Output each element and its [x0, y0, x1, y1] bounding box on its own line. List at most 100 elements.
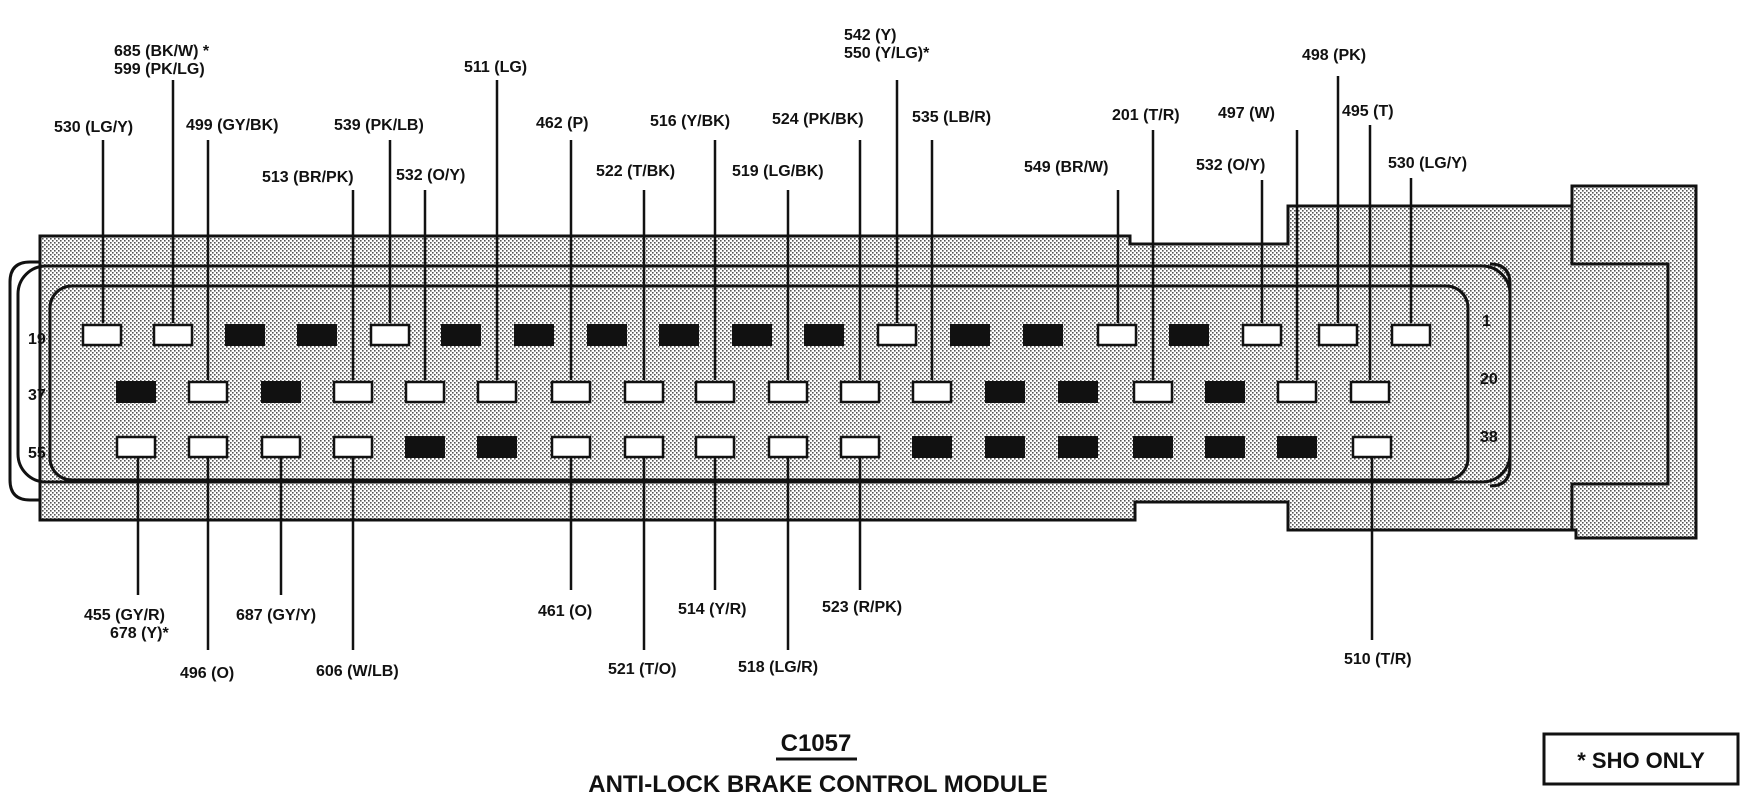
pin-26: [911, 380, 953, 404]
row-number-19: 19: [28, 331, 46, 348]
wire-label-530a: 530 (LG/Y): [54, 119, 133, 136]
wire-label-455: 455 (GY/R): [84, 607, 165, 624]
wire-label-461: 461 (O): [538, 603, 592, 620]
pin-47: [694, 435, 736, 459]
pin-13: [514, 324, 554, 346]
pin-10: [732, 324, 772, 346]
row-numbers: 19 1 37 20 55 38: [28, 313, 1498, 462]
pin-11: [659, 324, 699, 346]
wire-label-496: 496 (O): [180, 665, 234, 682]
row-number-1: 1: [1482, 313, 1491, 330]
pin-49: [550, 435, 592, 459]
pin-50: [477, 436, 517, 458]
note-text: * SHO ONLY: [1577, 748, 1705, 773]
wire-label-497: 497 (W): [1218, 105, 1275, 122]
pin-38: [1351, 435, 1393, 459]
wire-label-510: 510 (T/R): [1344, 651, 1412, 668]
wire-label-530b: 530 (LG/Y): [1388, 155, 1467, 172]
wire-label-499: 499 (GY/BK): [186, 117, 278, 134]
wire-label-516: 516 (Y/BK): [650, 113, 730, 130]
pin-1: [1390, 323, 1432, 347]
wire-label-539: 539 (PK/LB): [334, 117, 424, 134]
connector-latch-outline: [1570, 206, 1670, 530]
wire-label-519: 519 (LG/BK): [732, 163, 824, 180]
pin-15: [369, 323, 411, 347]
pin-row-3: [115, 435, 1393, 459]
top-wire-labels: 685 (BK/W) * 599 (PK/LG) 530 (LG/Y) 499 …: [54, 27, 1467, 186]
pin-18: [152, 323, 194, 347]
row-number-37: 37: [28, 387, 46, 404]
pin-7: [950, 324, 990, 346]
pin-31: [550, 380, 592, 404]
wire-label-532a: 532 (O/Y): [396, 167, 465, 184]
row-number-55: 55: [28, 445, 46, 462]
pin-17: [225, 324, 265, 346]
pin-55: [115, 435, 157, 459]
pin-39: [1277, 436, 1317, 458]
wire-label-524: 524 (PK/BK): [772, 111, 864, 128]
pin-19: [81, 323, 123, 347]
row-number-38: 38: [1480, 429, 1498, 446]
connector-id: C1057: [781, 730, 852, 757]
pin-22: [1205, 381, 1245, 403]
wire-label-462: 462 (P): [536, 115, 588, 132]
pin-52: [332, 435, 374, 459]
pin-34: [332, 380, 374, 404]
pin-21: [1276, 380, 1318, 404]
pin-53: [260, 435, 302, 459]
pin-row-1: [81, 323, 1432, 347]
wire-label-518: 518 (LG/R): [738, 659, 818, 676]
bottom-wire-labels: 455 (GY/R) 678 (Y)* 496 (O) 687 (GY/Y) 6…: [84, 599, 1412, 682]
pin-3: [1241, 323, 1283, 347]
wire-label-523: 523 (R/PK): [822, 599, 902, 616]
connector-name: ANTI-LOCK BRAKE CONTROL MODULE: [588, 771, 1048, 798]
pin-41: [1133, 436, 1173, 458]
wire-label-599: 599 (PK/LG): [114, 61, 205, 78]
wire-label-498: 498 (PK): [1302, 47, 1366, 64]
pin-30: [623, 380, 665, 404]
wire-label-685: 685 (BK/W) *: [114, 43, 210, 60]
pin-16: [297, 324, 337, 346]
pin-36: [187, 380, 229, 404]
pin-40: [1205, 436, 1245, 458]
pin-6: [1023, 324, 1063, 346]
wire-label-201: 201 (T/R): [1112, 107, 1180, 124]
pin-43: [985, 436, 1025, 458]
pin-24: [1058, 381, 1098, 403]
wire-label-678: 678 (Y)*: [110, 625, 169, 642]
pin-44: [912, 436, 952, 458]
wire-label-511: 511 (LG): [464, 59, 527, 76]
wire-label-550: 550 (Y/LG)*: [844, 45, 930, 62]
pin-5: [1096, 323, 1138, 347]
pin-14: [441, 324, 481, 346]
pin-12: [587, 324, 627, 346]
wire-label-532b: 532 (O/Y): [1196, 157, 1265, 174]
pin-35: [261, 381, 301, 403]
pin-54: [187, 435, 229, 459]
wires: [101, 76, 1413, 650]
wire-label-687: 687 (GY/Y): [236, 607, 316, 624]
wire-label-542: 542 (Y): [844, 27, 896, 44]
pin-23: [1132, 380, 1174, 404]
pin-32: [476, 380, 518, 404]
pin-42: [1058, 436, 1098, 458]
pin-28: [767, 380, 809, 404]
pin-45: [839, 435, 881, 459]
wire-label-535: 535 (LB/R): [912, 109, 991, 126]
pin-4: [1169, 324, 1209, 346]
pin-46: [767, 435, 809, 459]
pin-27: [839, 380, 881, 404]
wire-label-513: 513 (BR/PK): [262, 169, 354, 186]
pin-48: [623, 435, 665, 459]
wire-label-495: 495 (T): [1342, 103, 1394, 120]
connector-shroud-outer: [16, 264, 1512, 484]
pin-9: [804, 324, 844, 346]
pin-25: [985, 381, 1025, 403]
pin-20: [1349, 380, 1391, 404]
connector-pin-face: [48, 284, 1470, 482]
pin-33: [404, 380, 446, 404]
pin-8: [876, 323, 918, 347]
wire-label-549: 549 (BR/W): [1024, 159, 1108, 176]
pin-row-2: [116, 380, 1391, 404]
